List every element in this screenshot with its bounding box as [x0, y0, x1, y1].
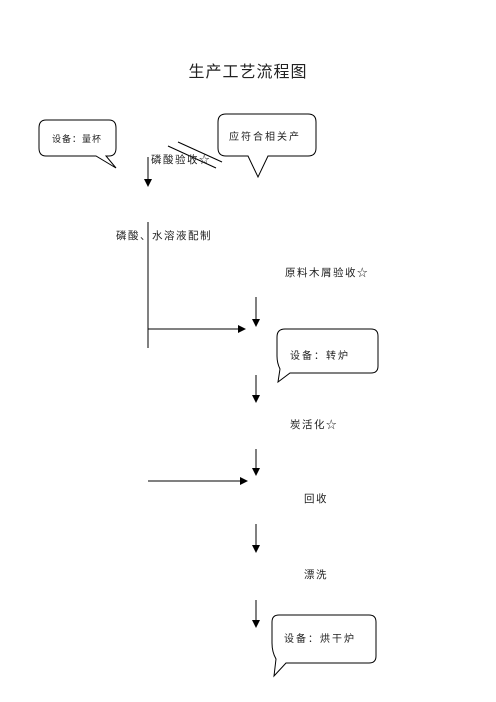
callout-bubble-compliance [217, 113, 317, 179]
callout-equipment-rotary-furnace: 设备：转炉 [290, 351, 350, 362]
step-solution-preparation: 磷酸、水溶液配制 [116, 230, 212, 242]
step-rinse: 漂洗 [304, 569, 328, 581]
step-carbon-activation: 炭活化☆ [290, 419, 338, 431]
callout-bubble-equipment-cups [38, 119, 117, 169]
step-recovery: 回收 [304, 493, 328, 505]
callout-equipment-dryer: 设备：烘干炉 [284, 634, 356, 645]
step-sawdust-inspection: 原料木屑验收☆ [285, 267, 369, 279]
callout-bubble-rotary-furnace [276, 328, 379, 384]
callout-bubble-dryer [271, 614, 377, 678]
page-title: 生产工艺流程图 [188, 62, 308, 81]
callout-compliance: 应符合相关产 [229, 132, 301, 143]
step-phosphoric-acid-inspection: 磷酸验收☆ [151, 154, 211, 166]
callout-equipment-cups: 设备：量杯 [52, 135, 103, 145]
